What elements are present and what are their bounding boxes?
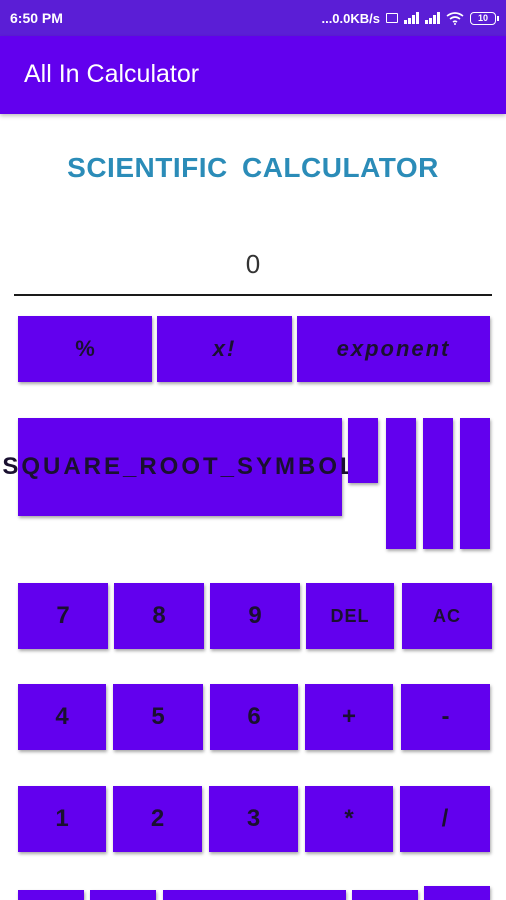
minus-button[interactable]: -	[401, 684, 490, 750]
exponent-button[interactable]: exponent	[297, 316, 490, 382]
unlabeled-button[interactable]	[352, 890, 418, 900]
digit-7-button[interactable]: 7	[18, 583, 108, 649]
status-time: 6:50 PM	[10, 10, 63, 26]
unlabeled-button[interactable]	[90, 890, 156, 900]
digit-6-button[interactable]: 6	[210, 684, 298, 750]
wifi-icon	[446, 11, 464, 25]
unlabeled-button[interactable]	[163, 890, 346, 900]
percent-button[interactable]: %	[18, 316, 152, 382]
digit-4-button[interactable]: 4	[18, 684, 106, 750]
calculator-display: 0	[14, 240, 492, 296]
unlabeled-button[interactable]	[18, 890, 84, 900]
digit-2-button[interactable]: 2	[113, 786, 202, 852]
signal-icon	[425, 12, 440, 24]
network-speed: ...0.0KB/s	[321, 10, 380, 26]
plus-button[interactable]: +	[305, 684, 393, 750]
app-title: All In Calculator	[24, 60, 200, 88]
signal-icon	[404, 12, 419, 24]
digit-1-button[interactable]: 1	[18, 786, 106, 852]
unlabeled-button[interactable]	[460, 418, 490, 549]
divide-button[interactable]: /	[400, 786, 490, 852]
battery-icon: 10	[470, 11, 499, 25]
delete-button[interactable]: DEL	[306, 583, 394, 649]
status-icons: ...0.0KB/s 10	[321, 9, 499, 27]
unlabeled-button[interactable]	[423, 418, 453, 549]
app-bar: All In Calculator	[0, 36, 506, 114]
digit-3-button[interactable]: 3	[209, 786, 298, 852]
status-bar: 6:50 PM ...0.0KB/s 10	[0, 0, 506, 36]
unlabeled-button[interactable]	[424, 886, 490, 900]
unlabeled-button[interactable]	[348, 418, 378, 483]
digit-8-button[interactable]: 8	[114, 583, 204, 649]
square-root-button[interactable]: SQUARE_ROOT_SYMBOL	[2, 418, 355, 516]
unlabeled-button[interactable]	[386, 418, 416, 549]
multiply-button[interactable]: *	[305, 786, 393, 852]
page-title: SCIENTIFIC CALCULATOR	[67, 152, 439, 183]
digit-5-button[interactable]: 5	[113, 684, 203, 750]
message-icon	[386, 13, 398, 23]
clear-all-button[interactable]: AC	[402, 583, 492, 649]
factorial-button[interactable]: x!	[157, 316, 292, 382]
digit-9-button[interactable]: 9	[210, 583, 300, 649]
